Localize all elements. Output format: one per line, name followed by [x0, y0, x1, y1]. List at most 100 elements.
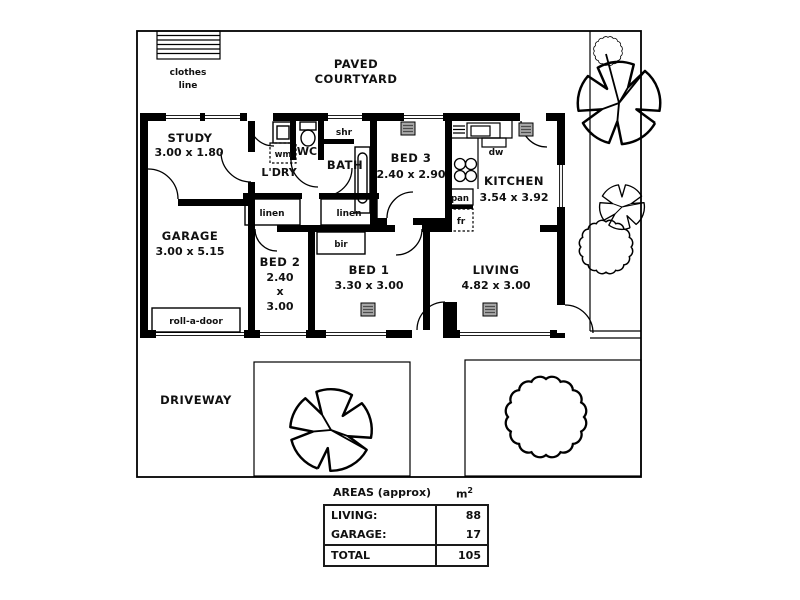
cooktop-icon: [453, 157, 478, 183]
heater-vent-icon: [400, 121, 416, 136]
areas-table-header: AREAS (approx) m2: [323, 486, 489, 504]
dw-label: dw: [489, 148, 504, 158]
areas-title: AREAS (approx): [333, 486, 432, 499]
living-label: LIVING: [473, 263, 520, 277]
table-row: GARAGE: 17: [325, 524, 487, 544]
area-row-label: LIVING:: [325, 505, 437, 525]
toilet-icon: [299, 121, 317, 147]
kitchen-sink-icon: [453, 122, 501, 139]
study-door-arc: [220, 151, 252, 183]
washing-machine-icon: [269, 142, 297, 164]
pan-label: pan: [451, 194, 469, 204]
area-total-label: TOTAL: [325, 545, 437, 565]
driveway-label: DRIVEWAY: [160, 393, 232, 407]
heater-vent-icon: [360, 302, 376, 317]
areas-table: AREAS (approx) m2 LIVING: 88 GARAGE: 17 …: [323, 486, 489, 567]
garage-dims: 3.00 x 5.15: [155, 245, 224, 258]
areas-unit: m2: [455, 486, 473, 501]
linen-cupboard: [244, 198, 301, 226]
laundry-door-arc: [248, 120, 275, 147]
site-boundary: [136, 30, 642, 478]
bush-icon: [578, 219, 634, 275]
linen-right-label: linen: [336, 209, 361, 219]
courtyard-label2: COURTYARD: [315, 72, 398, 86]
roll-a-door-box: [151, 307, 241, 333]
bathtub-icon: [354, 146, 371, 214]
wc-label: WC: [297, 145, 317, 158]
door-swings: [147, 120, 594, 334]
laundry-trough-icon: [272, 121, 294, 144]
bed2-door-arc: [254, 228, 278, 252]
table-row-total: TOTAL 105: [325, 543, 487, 565]
front-door-opening: [412, 330, 443, 338]
garden-strip: [589, 31, 641, 339]
kitchen-dims: 3.54 x 3.92: [479, 191, 548, 204]
labels: clothes line PAVED COURTYARD DRIVEWAY ST…: [154, 57, 548, 407]
clothes-line-icon: [156, 30, 221, 60]
pantry-box: [446, 188, 474, 206]
tree-icon: [589, 174, 655, 240]
area-row-value: 17: [465, 527, 481, 541]
built-in-robe: [316, 231, 366, 255]
window: [557, 165, 565, 207]
planter-box-left: [253, 361, 411, 477]
study-label: STUDY: [167, 131, 212, 145]
window: [404, 113, 443, 121]
clothes-line-label: clothes: [170, 68, 207, 78]
bush-icon: [504, 375, 588, 459]
heater-vent-icon: [482, 302, 498, 317]
door-opening: [247, 113, 273, 121]
heater-vent-icon: [518, 122, 534, 137]
dishwasher-icon: [481, 137, 507, 148]
bath-door-arc: [323, 167, 353, 197]
bed3-dims: 2.40 x 2.90: [376, 168, 445, 181]
fr-label: fr: [457, 217, 466, 227]
door-opening: [520, 113, 546, 121]
bed3-label: BED 3: [391, 151, 432, 165]
windows: [156, 113, 565, 338]
linen-left-label: linen: [259, 209, 284, 219]
window: [166, 113, 240, 121]
areas-table-box: LIVING: 88 GARAGE: 17 TOTAL 105: [323, 503, 489, 567]
bed1-label: BED 1: [349, 263, 390, 277]
living-door-arc: [564, 304, 594, 334]
fridge-box: [448, 208, 474, 232]
landscaping: [282, 36, 662, 479]
clothes-line-label2: line: [179, 81, 198, 91]
courtyard-label: PAVED: [334, 57, 378, 71]
window: [328, 113, 362, 121]
garage-door-opening: [156, 330, 244, 338]
living-dims: 4.82 x 3.00: [461, 279, 530, 292]
door-opening: [557, 305, 565, 333]
interior-walls: [178, 121, 557, 330]
bir-label: bir: [334, 240, 348, 250]
laundry-label: L'DRY: [261, 166, 297, 179]
table-row: LIVING: 88: [325, 505, 487, 525]
shower-label: shr: [336, 128, 353, 138]
front-door-arc: [416, 301, 446, 331]
bed2-dim-w: 2.40: [266, 271, 293, 284]
wc-door-arc: [290, 159, 319, 188]
planter-box-right: [464, 359, 642, 477]
study-dims: 3.00 x 1.80: [154, 146, 223, 159]
bed2-dim-x: x: [276, 285, 283, 298]
tree-icon: [282, 381, 380, 479]
area-row-label: GARAGE:: [325, 524, 437, 544]
window: [260, 330, 306, 338]
fixtures: [151, 121, 513, 333]
linen-cupboard: [320, 198, 378, 226]
area-total-value: 105: [458, 548, 481, 562]
window: [460, 330, 550, 338]
bed3-door-arc: [386, 191, 414, 219]
area-row-value: 88: [465, 508, 481, 522]
bed2-label: BED 2: [260, 255, 301, 269]
garage-label: GARAGE: [162, 229, 218, 243]
bed1-door-arc: [395, 228, 423, 256]
bath-label: BATH: [327, 158, 363, 172]
wm-label: wm: [275, 150, 292, 160]
garage-door-arc: [147, 168, 179, 200]
window: [326, 330, 386, 338]
bed2-dim-h: 3.00: [266, 300, 293, 313]
